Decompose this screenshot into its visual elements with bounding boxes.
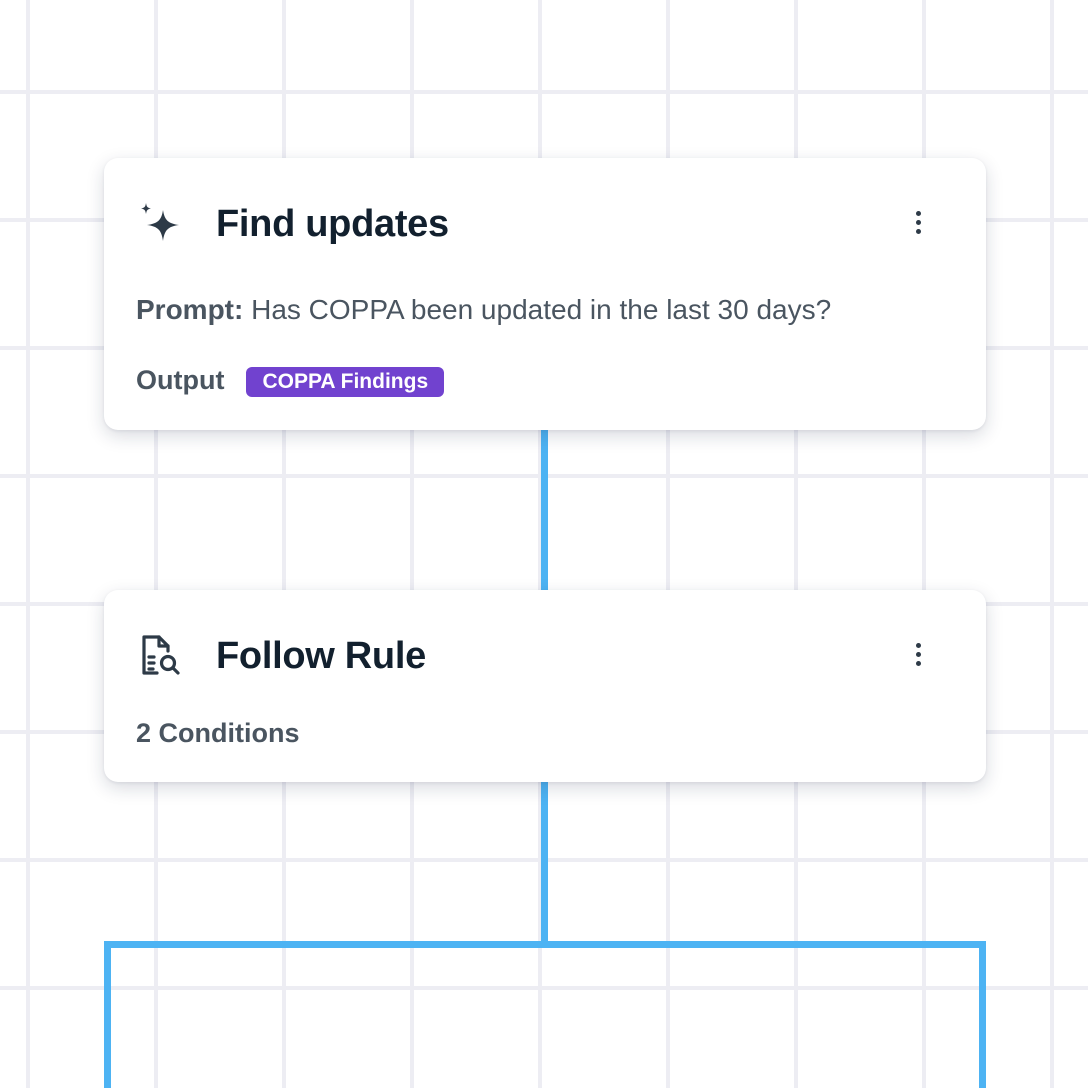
branch-right-connector (979, 941, 986, 1088)
output-label: Output (136, 365, 225, 395)
sparkles-icon (136, 200, 184, 248)
branch-left-connector (104, 941, 111, 1088)
follow-rule-header: Follow Rule (136, 632, 930, 680)
find-updates-card[interactable]: Find updates Prompt: Has COPPA been upda… (104, 158, 986, 430)
prompt-row: Prompt: Has COPPA been updated in the la… (136, 294, 831, 326)
find-updates-header: Find updates (136, 200, 930, 248)
output-row: Output COPPA Findings (136, 365, 445, 397)
prompt-text: Has COPPA been updated in the last 30 da… (251, 294, 832, 325)
branch-horizontal-connector (104, 941, 986, 948)
more-options-icon[interactable] (906, 206, 930, 238)
connector-follow-to-branch (541, 780, 548, 946)
conditions-count: 2 Conditions (136, 718, 300, 748)
connector-find-to-follow (541, 428, 548, 592)
output-badge[interactable]: COPPA Findings (246, 366, 445, 397)
document-search-icon (136, 632, 184, 680)
prompt-label: Prompt: (136, 294, 244, 325)
card-title: Follow Rule (216, 634, 426, 677)
follow-rule-card[interactable]: Follow Rule 2 Conditions (104, 590, 986, 782)
more-options-icon[interactable] (906, 638, 930, 670)
card-title: Find updates (216, 202, 449, 245)
